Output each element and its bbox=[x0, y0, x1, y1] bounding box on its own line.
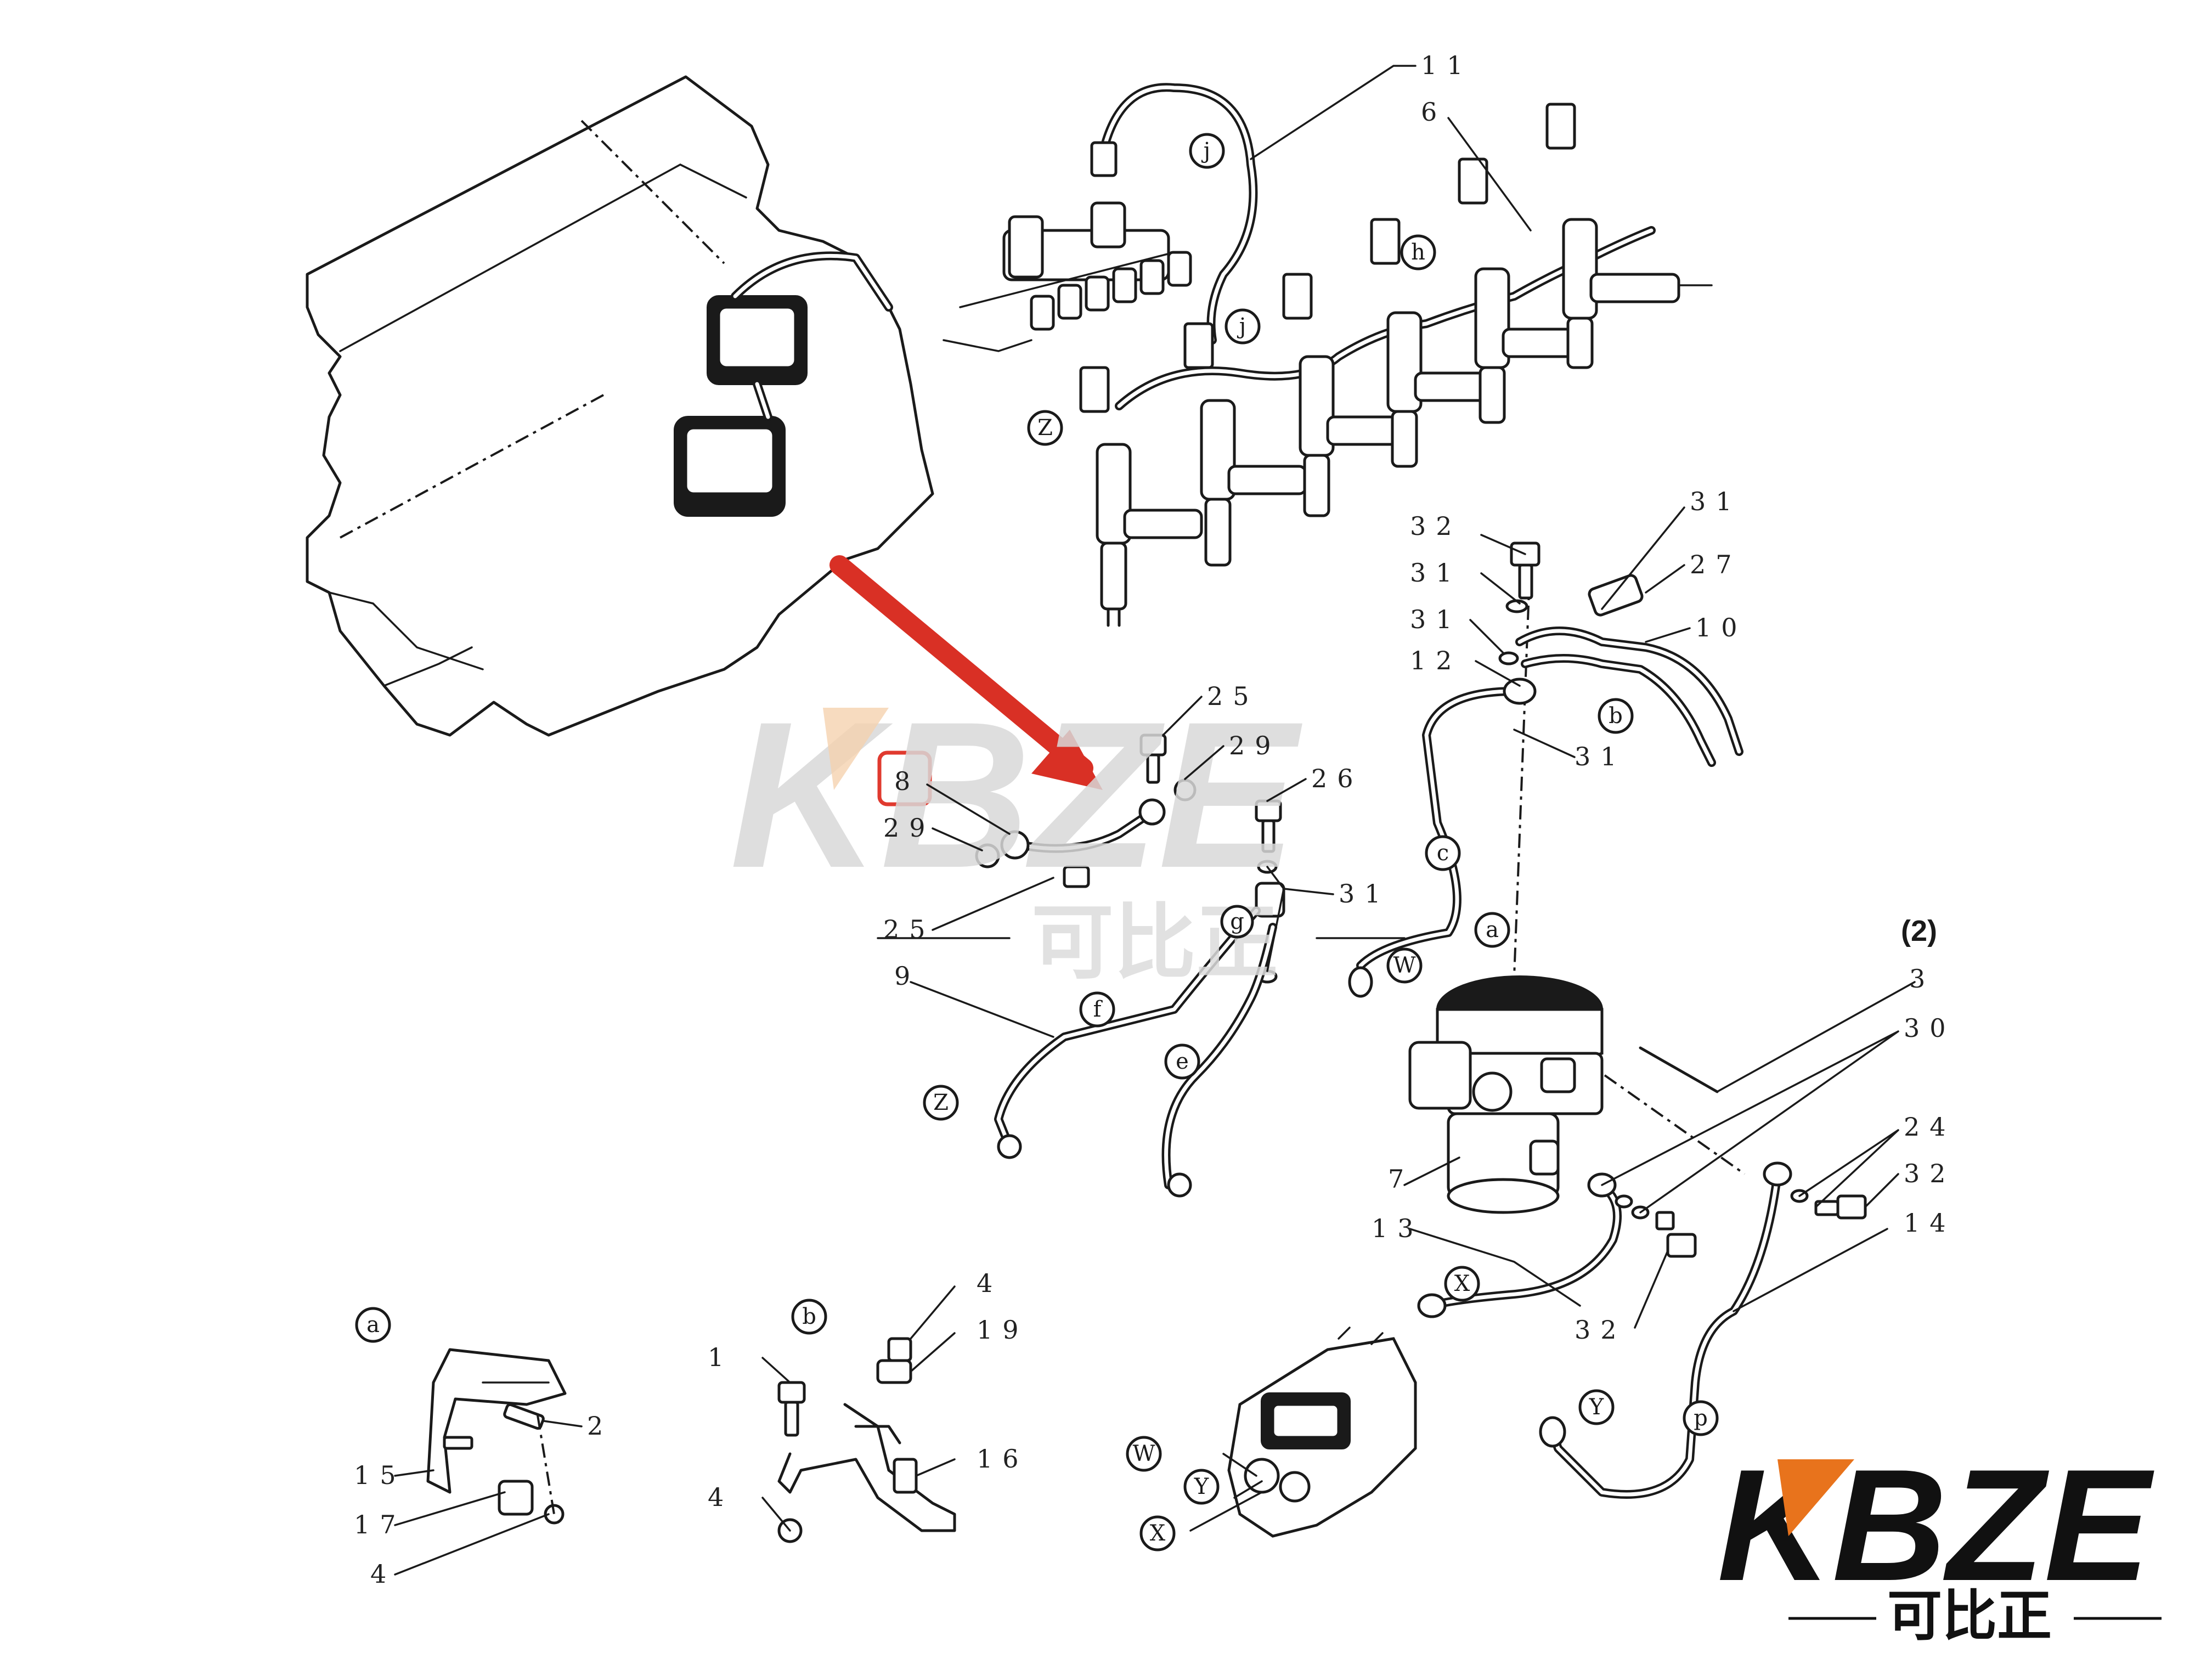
highlight-arrow bbox=[830, 555, 1103, 790]
leader-lines bbox=[394, 65, 1916, 1576]
svg-text:f: f bbox=[1093, 997, 1103, 1022]
svg-text:X: X bbox=[1150, 1521, 1166, 1546]
callout-26: 26 bbox=[1311, 764, 1363, 793]
svg-text:W: W bbox=[1132, 1441, 1155, 1466]
callout-10: 10 bbox=[1695, 613, 1747, 642]
circle-label-x: X bbox=[1139, 1515, 1176, 1551]
callout-6: 6 bbox=[1421, 97, 1447, 127]
watermark: KBZE 可比正 bbox=[730, 678, 1305, 991]
detail-b-bracket bbox=[777, 1337, 956, 1543]
svg-text:W: W bbox=[1393, 953, 1415, 978]
circle-label-a: a bbox=[1474, 912, 1510, 948]
callout-4: 4 bbox=[977, 1268, 1002, 1298]
callout-16: 16 bbox=[977, 1444, 1029, 1474]
circle-label-f: f bbox=[1079, 991, 1115, 1028]
callout-14: 14 bbox=[1904, 1208, 1956, 1238]
callout-8: 8 bbox=[894, 766, 920, 796]
callout-31: 31 bbox=[1410, 558, 1462, 588]
callout-30: 30 bbox=[1904, 1013, 1956, 1043]
fuel-filter-assembly bbox=[1348, 541, 1867, 1499]
injector-assembly bbox=[943, 83, 1713, 627]
svg-text:a: a bbox=[366, 1312, 380, 1338]
svg-text:j: j bbox=[1237, 314, 1246, 339]
circle-label-w: W bbox=[1126, 1436, 1162, 1472]
svg-text:X: X bbox=[1454, 1271, 1470, 1296]
callout-7: 7 bbox=[1388, 1164, 1414, 1194]
callout-25: 25 bbox=[1207, 681, 1259, 711]
callout-24: 24 bbox=[1904, 1112, 1956, 1142]
circle-label-z: Z bbox=[923, 1085, 959, 1121]
circle-label-z: Z bbox=[1027, 410, 1063, 446]
nozzle-row bbox=[1030, 251, 1192, 331]
callout-32: 32 bbox=[1904, 1159, 1956, 1188]
svg-text:c: c bbox=[1437, 840, 1449, 866]
circle-label-j: j bbox=[1224, 308, 1261, 345]
engine-block bbox=[306, 75, 934, 737]
brand-logo: KBZE 可比正 bbox=[1717, 1436, 2162, 1648]
callout-4: 4 bbox=[708, 1482, 733, 1512]
callout-12: 12 bbox=[1410, 646, 1462, 675]
callout-numbers: 11 6 32 31 31 27 31 12 10 31 25 29 8 26 … bbox=[354, 50, 1956, 1589]
circle-label-h: h bbox=[1400, 234, 1436, 270]
svg-text:a: a bbox=[1486, 917, 1499, 943]
pipe-8-assembly bbox=[877, 733, 1406, 1198]
svg-text:Z: Z bbox=[933, 1090, 949, 1115]
callout-32: 32 bbox=[1410, 511, 1462, 541]
svg-text:p: p bbox=[1694, 1406, 1708, 1431]
callout-19: 19 bbox=[977, 1315, 1029, 1345]
callout-4: 4 bbox=[370, 1559, 396, 1589]
callout-9: 9 bbox=[894, 961, 920, 991]
circle-label-y: Y bbox=[1578, 1389, 1615, 1425]
callout-11: 11 bbox=[1421, 50, 1473, 80]
svg-text:j: j bbox=[1201, 138, 1210, 163]
circle-label-a: a bbox=[355, 1307, 391, 1343]
svg-text:e: e bbox=[1176, 1049, 1189, 1074]
assembly-label: (2) bbox=[1901, 915, 1937, 947]
part-8-highlight-box bbox=[877, 751, 932, 806]
callout-31: 31 bbox=[1690, 487, 1742, 516]
circle-label-w: W bbox=[1386, 947, 1423, 984]
injectors bbox=[1079, 103, 1713, 627]
circle-label-j: j bbox=[1189, 133, 1225, 169]
callout-29: 29 bbox=[1229, 731, 1281, 760]
circle-label-e: e bbox=[1164, 1043, 1200, 1080]
detail-a-bracket bbox=[426, 1348, 567, 1525]
callout-29: 29 bbox=[883, 813, 935, 843]
callout-13: 13 bbox=[1372, 1214, 1424, 1243]
callout-25: 25 bbox=[883, 915, 935, 944]
callout-1: 1 bbox=[708, 1342, 733, 1372]
svg-text:Y: Y bbox=[1589, 1395, 1604, 1420]
circle-label-b: b bbox=[791, 1299, 827, 1335]
circle-label-p: p bbox=[1683, 1400, 1719, 1436]
callout-27: 27 bbox=[1690, 550, 1742, 579]
watermark-text: KBZE bbox=[730, 678, 1305, 911]
callout-31: 31 bbox=[1575, 742, 1627, 771]
injection-pump-detail bbox=[1227, 1327, 1417, 1538]
callout-31: 31 bbox=[1410, 605, 1462, 634]
svg-text:b: b bbox=[802, 1304, 816, 1329]
circle-label-y: Y bbox=[1183, 1469, 1220, 1505]
callout-31: 31 bbox=[1339, 879, 1391, 909]
logo-subtitle: 可比正 bbox=[1887, 1584, 2052, 1648]
callout-15: 15 bbox=[354, 1460, 406, 1490]
circle-label-g: g bbox=[1220, 905, 1254, 939]
circle-label-x: X bbox=[1444, 1266, 1480, 1302]
svg-text:h: h bbox=[1411, 240, 1425, 265]
callout-32: 32 bbox=[1575, 1315, 1627, 1345]
circle-labels: j j h Z b c a W g f e Z X Y p a b W Y X bbox=[355, 133, 1719, 1551]
svg-text:b: b bbox=[1609, 703, 1623, 729]
svg-text:g: g bbox=[1230, 909, 1244, 934]
svg-text:Y: Y bbox=[1194, 1474, 1209, 1499]
circle-label-c: c bbox=[1425, 835, 1461, 871]
circle-label-b: b bbox=[1598, 698, 1634, 734]
callout-2: 2 bbox=[587, 1411, 613, 1441]
callout-3: 3 bbox=[1909, 964, 1935, 994]
svg-text:Z: Z bbox=[1037, 415, 1053, 441]
callout-17: 17 bbox=[354, 1510, 406, 1539]
